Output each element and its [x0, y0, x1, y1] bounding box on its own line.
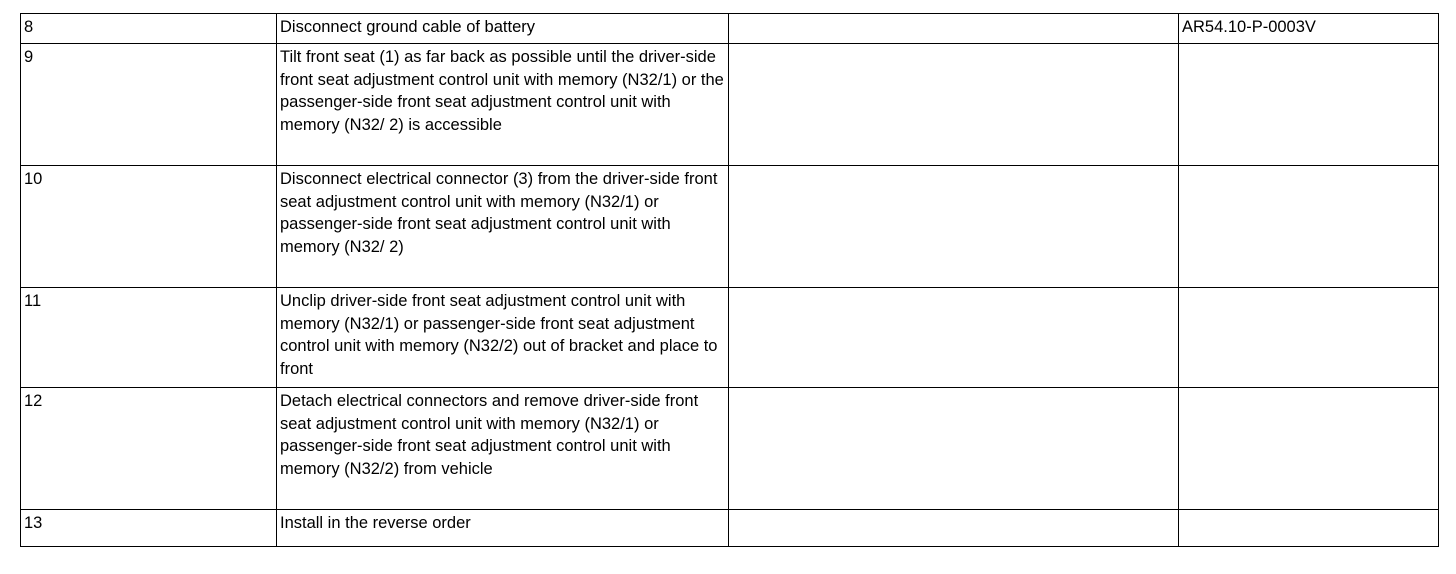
table-row: 10 Disconnect electrical connector (3) f…	[20, 165, 1439, 288]
step-reference	[1178, 387, 1439, 510]
step-number: 8	[20, 13, 277, 44]
step-description: Tilt front seat (1) as far back as possi…	[276, 43, 729, 166]
step-note	[728, 509, 1179, 547]
step-reference	[1178, 43, 1439, 166]
procedure-steps-table: 8 Disconnect ground cable of battery AR5…	[20, 13, 1439, 547]
step-number: 9	[20, 43, 277, 166]
table-row: 12 Detach electrical connectors and remo…	[20, 387, 1439, 510]
step-note	[728, 13, 1179, 44]
table-row: 11 Unclip driver-side front seat adjustm…	[20, 287, 1439, 388]
step-description: Disconnect ground cable of battery	[276, 13, 729, 44]
step-note	[728, 165, 1179, 288]
step-number: 12	[20, 387, 277, 510]
step-note	[728, 43, 1179, 166]
step-description: Unclip driver-side front seat adjustment…	[276, 287, 729, 388]
table-row: 8 Disconnect ground cable of battery AR5…	[20, 13, 1439, 44]
step-reference	[1178, 287, 1439, 388]
table-row: 9 Tilt front seat (1) as far back as pos…	[20, 43, 1439, 166]
step-description: Install in the reverse order	[276, 509, 729, 547]
step-note	[728, 387, 1179, 510]
step-description: Detach electrical connectors and remove …	[276, 387, 729, 510]
step-note	[728, 287, 1179, 388]
step-reference	[1178, 509, 1439, 547]
step-number: 11	[20, 287, 277, 388]
step-description: Disconnect electrical connector (3) from…	[276, 165, 729, 288]
table-row: 13 Install in the reverse order	[20, 509, 1439, 547]
step-reference	[1178, 165, 1439, 288]
step-number: 10	[20, 165, 277, 288]
step-reference-link[interactable]: AR54.10-P-0003V	[1178, 13, 1439, 44]
step-number: 13	[20, 509, 277, 547]
